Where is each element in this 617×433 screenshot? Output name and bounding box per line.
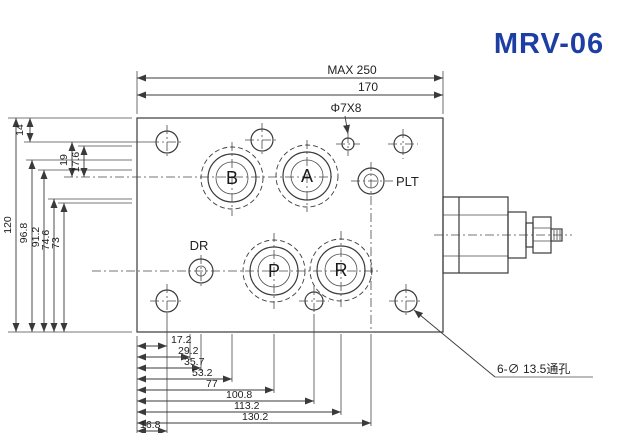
mounting-hole (389, 284, 423, 318)
mounting-hole (150, 284, 184, 314)
port-p: P (242, 239, 306, 303)
dim-label: 96.8 (18, 223, 30, 244)
dim-label: 130.2 (242, 411, 268, 423)
page-title: MRV-06 (494, 28, 604, 60)
dim-label: 113.2 (234, 400, 260, 412)
mounting-hole (150, 125, 184, 159)
dim-label: 16.8 (140, 419, 161, 431)
dim-label: 17.2 (171, 334, 192, 346)
adjuster-screw-tip (550, 228, 563, 242)
port-dr: DR (188, 238, 214, 284)
dimensions-top: MAX 250 170 (136, 63, 444, 114)
dim-label: 100.8 (226, 389, 252, 401)
hole-callout-7x8: Φ7X8 (331, 101, 362, 135)
dim-label: 53.2 (192, 367, 213, 379)
dim-overall-length: MAX 250 (327, 63, 377, 77)
through-hole-callout: 6-∅ 13.5通孔 (413, 309, 593, 378)
dim-label: 91.2 (30, 227, 42, 248)
mounting-hole (299, 286, 329, 314)
through-hole-label: 6-∅ 13.5通孔 (497, 362, 570, 376)
hole-callout-label: Φ7X8 (331, 101, 362, 115)
port-p-circle (249, 246, 299, 296)
dim-label: 74.6 (40, 230, 52, 251)
extension-lines-bottom (136, 314, 372, 433)
dimensions-bottom: 17.2 29.2 35.7 53.2 77 100.8 113.2 130.2… (137, 334, 371, 433)
port-a-circle (282, 151, 332, 201)
dim-label: 77 (206, 378, 218, 390)
port-a: A (275, 144, 339, 208)
port-b-label: B (226, 168, 238, 188)
dim-label: 35.7 (184, 356, 205, 368)
port-r-label: R (335, 260, 348, 280)
port-plt-circle (357, 167, 385, 195)
port-plt-label: PLT (396, 174, 419, 189)
dim-body-width: 170 (358, 80, 378, 94)
adjuster-assembly (434, 196, 572, 274)
port-r-circle (316, 245, 366, 295)
port-b-circle (207, 153, 257, 203)
pilot-hole-7x8 (336, 134, 360, 156)
mounting-hole (388, 129, 418, 159)
port-plt: PLT (351, 167, 419, 195)
dim-label: 29.2 (178, 345, 199, 357)
port-r: R (309, 238, 373, 302)
port-b: B (200, 146, 264, 210)
dim-label: 17.6 (70, 152, 82, 173)
dim-label: 14 (14, 124, 26, 136)
dimensions-left: 120 96.8 91.2 74.6 73 19 17.6 14 (2, 118, 88, 332)
port-dr-label: DR (190, 238, 209, 253)
port-p-label: P (268, 261, 280, 281)
port-dr-circle (188, 258, 214, 284)
mounting-holes (150, 123, 423, 318)
centerlines (64, 140, 378, 332)
port-a-label: A (301, 166, 313, 186)
dim-label: 120 (2, 216, 14, 234)
dim-label: 19 (58, 154, 70, 166)
dim-label: 73 (50, 237, 62, 249)
mounting-hole (245, 123, 279, 157)
